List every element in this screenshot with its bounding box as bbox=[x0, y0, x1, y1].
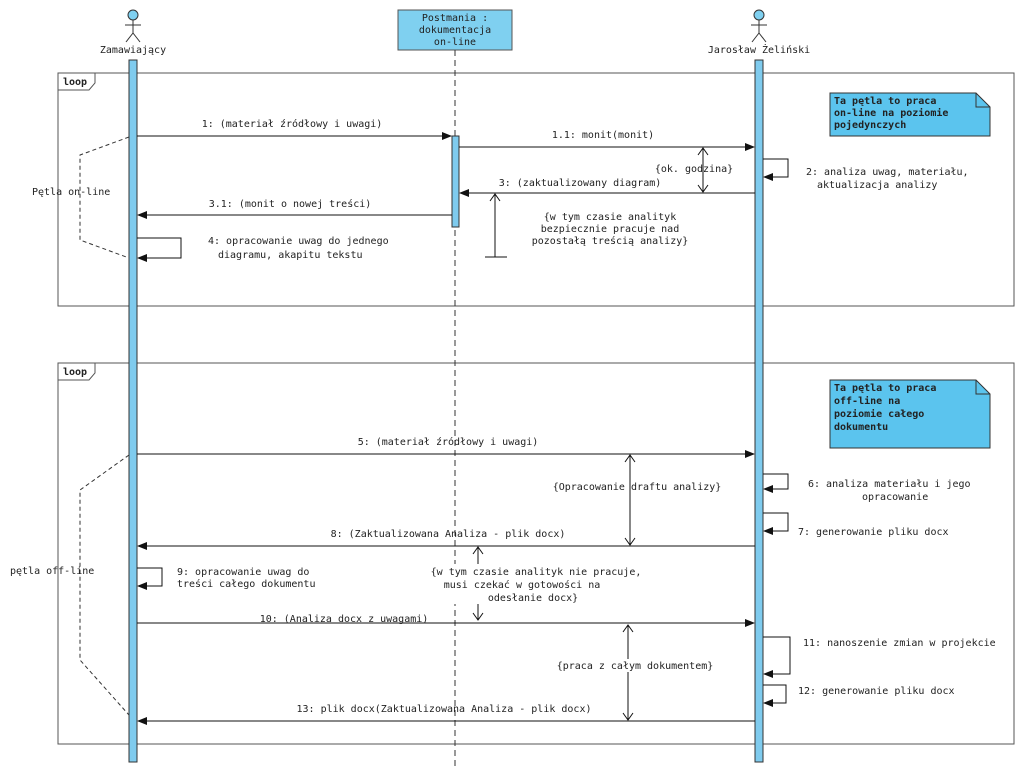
svg-text:10: (Analiza docx z uwagami): 10: (Analiza docx z uwagami) bbox=[260, 614, 429, 625]
svg-text:odesłanie docx}: odesłanie docx} bbox=[488, 593, 578, 604]
offline-loop-bracket bbox=[79, 454, 130, 716]
message-13[interactable]: 13: plik docx(Zaktualizowana Analiza - p… bbox=[137, 704, 755, 725]
object-label-line: Postmania : bbox=[422, 13, 488, 24]
note-line: poziomie całego bbox=[834, 408, 924, 420]
message-6-self[interactable]: 6: analiza materiału i jego opracowanie bbox=[763, 473, 971, 503]
constraint-whole-doc: {praca z całym dokumentem} bbox=[548, 624, 718, 721]
note-line: on-line na poziomie bbox=[834, 107, 948, 119]
svg-text:13: plik docx(Zaktualizowana A: 13: plik docx(Zaktualizowana Analiza - p… bbox=[296, 704, 591, 715]
svg-text:9: opracowanie uwag do: 9: opracowanie uwag do bbox=[177, 567, 309, 578]
svg-text:2: analiza uwag, materiału,: 2: analiza uwag, materiału, bbox=[806, 167, 969, 178]
svg-text:{praca z całym dokumentem}: {praca z całym dokumentem} bbox=[557, 661, 714, 672]
constraint-draft: {Opracowanie draftu analizy} bbox=[553, 454, 722, 546]
offline-loop-label: pętla off-line bbox=[10, 566, 94, 577]
note-online: Ta pętla to praca on-line na poziomie po… bbox=[829, 92, 991, 137]
docs-activation-bar bbox=[451, 135, 460, 228]
loop-frame-offline: loop bbox=[57, 362, 1015, 745]
analyst-activation-bar bbox=[754, 59, 764, 763]
svg-text:4: opracowanie uwag do jednego: 4: opracowanie uwag do jednego bbox=[208, 236, 389, 247]
message-8[interactable]: 8: (Zaktualizowana Analiza - plik docx) bbox=[137, 529, 755, 550]
svg-text:pozostałą treścią analizy}: pozostałą treścią analizy} bbox=[532, 235, 689, 247]
message-3[interactable]: 3: (zaktualizowany diagram) bbox=[459, 178, 755, 197]
svg-text:8: (Zaktualizowana Analiza - p: 8: (Zaktualizowana Analiza - plik docx) bbox=[331, 529, 566, 540]
svg-text:{Opracowanie draftu analizy}: {Opracowanie draftu analizy} bbox=[553, 482, 722, 493]
actor-name: Zamawiający bbox=[100, 45, 166, 56]
svg-text:12: generowanie pliku docx: 12: generowanie pliku docx bbox=[798, 686, 955, 697]
loop-frame-online: loop bbox=[57, 72, 1015, 307]
svg-text:{w tym czasie analityk nie pra: {w tym czasie analityk nie pracuje, bbox=[431, 567, 642, 578]
loop-label: loop bbox=[63, 77, 87, 88]
online-loop-bracket bbox=[79, 136, 130, 259]
svg-text:7: generowanie pliku docx: 7: generowanie pliku docx bbox=[798, 527, 949, 538]
constraint-analyst-wait: {w tym czasie analityk nie pracuje, musi… bbox=[431, 546, 642, 621]
svg-text:bezpiecznie pracuje nad: bezpiecznie pracuje nad bbox=[541, 224, 679, 235]
client-activation-bar bbox=[128, 59, 138, 763]
svg-text:opracowanie: opracowanie bbox=[862, 492, 928, 503]
svg-text:1.1: monit(monit): 1.1: monit(monit) bbox=[552, 130, 654, 141]
message-5[interactable]: 5: (materiał źródłowy i uwagi) bbox=[137, 436, 755, 458]
actor-analyst[interactable]: Jarosław Żeliński bbox=[708, 9, 810, 56]
svg-text:diagramu, akapitu tekstu: diagramu, akapitu tekstu bbox=[218, 250, 363, 261]
message-9-self[interactable]: 9: opracowanie uwag do treści całego dok… bbox=[137, 567, 315, 590]
note-line: off-line na bbox=[834, 395, 900, 407]
message-2-self[interactable]: 2: analiza uwag, materiału, aktualizacja… bbox=[763, 158, 969, 191]
svg-text:{w tym czasie analityk: {w tym czasie analityk bbox=[544, 212, 676, 223]
message-10[interactable]: 10: (Analiza docx z uwagami) bbox=[137, 614, 755, 627]
svg-text:3: (zaktualizowany diagram): 3: (zaktualizowany diagram) bbox=[499, 178, 662, 189]
constraint-hour: {ok. godzina} bbox=[655, 147, 733, 193]
svg-text:musi czekać w gotowości na: musi czekać w gotowości na bbox=[444, 579, 601, 591]
message-4-self[interactable]: 4: opracowanie uwag do jednego diagramu,… bbox=[137, 236, 389, 262]
note-line: Ta pętla to praca bbox=[834, 96, 936, 107]
message-12-self[interactable]: 12: generowanie pliku docx bbox=[763, 684, 955, 707]
object-label-line: dokumentacja bbox=[419, 25, 491, 36]
message-7-self[interactable]: 7: generowanie pliku docx bbox=[763, 512, 949, 538]
actor-name: Jarosław Żeliński bbox=[708, 43, 810, 56]
constraint-analyst-safe: {w tym czasie analityk bezpiecznie pracu… bbox=[485, 193, 689, 258]
svg-text:1: (materiał źródłowy i uwagi): 1: (materiał źródłowy i uwagi) bbox=[202, 118, 383, 130]
note-line: Ta pętla to praca bbox=[834, 383, 936, 394]
svg-text:6: analiza materiału i jego: 6: analiza materiału i jego bbox=[808, 479, 971, 490]
loop-label: loop bbox=[63, 367, 87, 378]
svg-text:{ok. godzina}: {ok. godzina} bbox=[655, 164, 733, 175]
svg-text:3.1: (monit o nowej treści): 3.1: (monit o nowej treści) bbox=[209, 198, 372, 210]
message-1[interactable]: 1: (materiał źródłowy i uwagi) bbox=[137, 118, 452, 140]
object-docs[interactable]: Postmania : dokumentacja on-line bbox=[397, 9, 513, 51]
object-label-line: on-line bbox=[434, 37, 476, 48]
svg-text:treści całego dokumentu: treści całego dokumentu bbox=[177, 578, 315, 590]
actor-client[interactable]: Zamawiający bbox=[100, 9, 166, 56]
note-offline: Ta pętla to praca off-line na poziomie c… bbox=[829, 379, 991, 449]
message-11-self[interactable]: 11: nanoszenie zmian w projekcie bbox=[763, 636, 996, 678]
online-loop-label: Pętla on-line bbox=[32, 187, 110, 198]
message-3-1[interactable]: 3.1: (monit o nowej treści) bbox=[137, 198, 452, 219]
svg-text:11: nanoszenie zmian w projekc: 11: nanoszenie zmian w projekcie bbox=[803, 638, 996, 649]
svg-text:5: (materiał źródłowy i uwagi): 5: (materiał źródłowy i uwagi) bbox=[358, 436, 539, 448]
message-1-1[interactable]: 1.1: monit(monit) bbox=[459, 130, 755, 151]
note-line: dokumentu bbox=[834, 422, 888, 433]
note-line: pojedynczych bbox=[834, 119, 906, 131]
svg-text:aktualizacja analizy: aktualizacja analizy bbox=[817, 180, 937, 191]
